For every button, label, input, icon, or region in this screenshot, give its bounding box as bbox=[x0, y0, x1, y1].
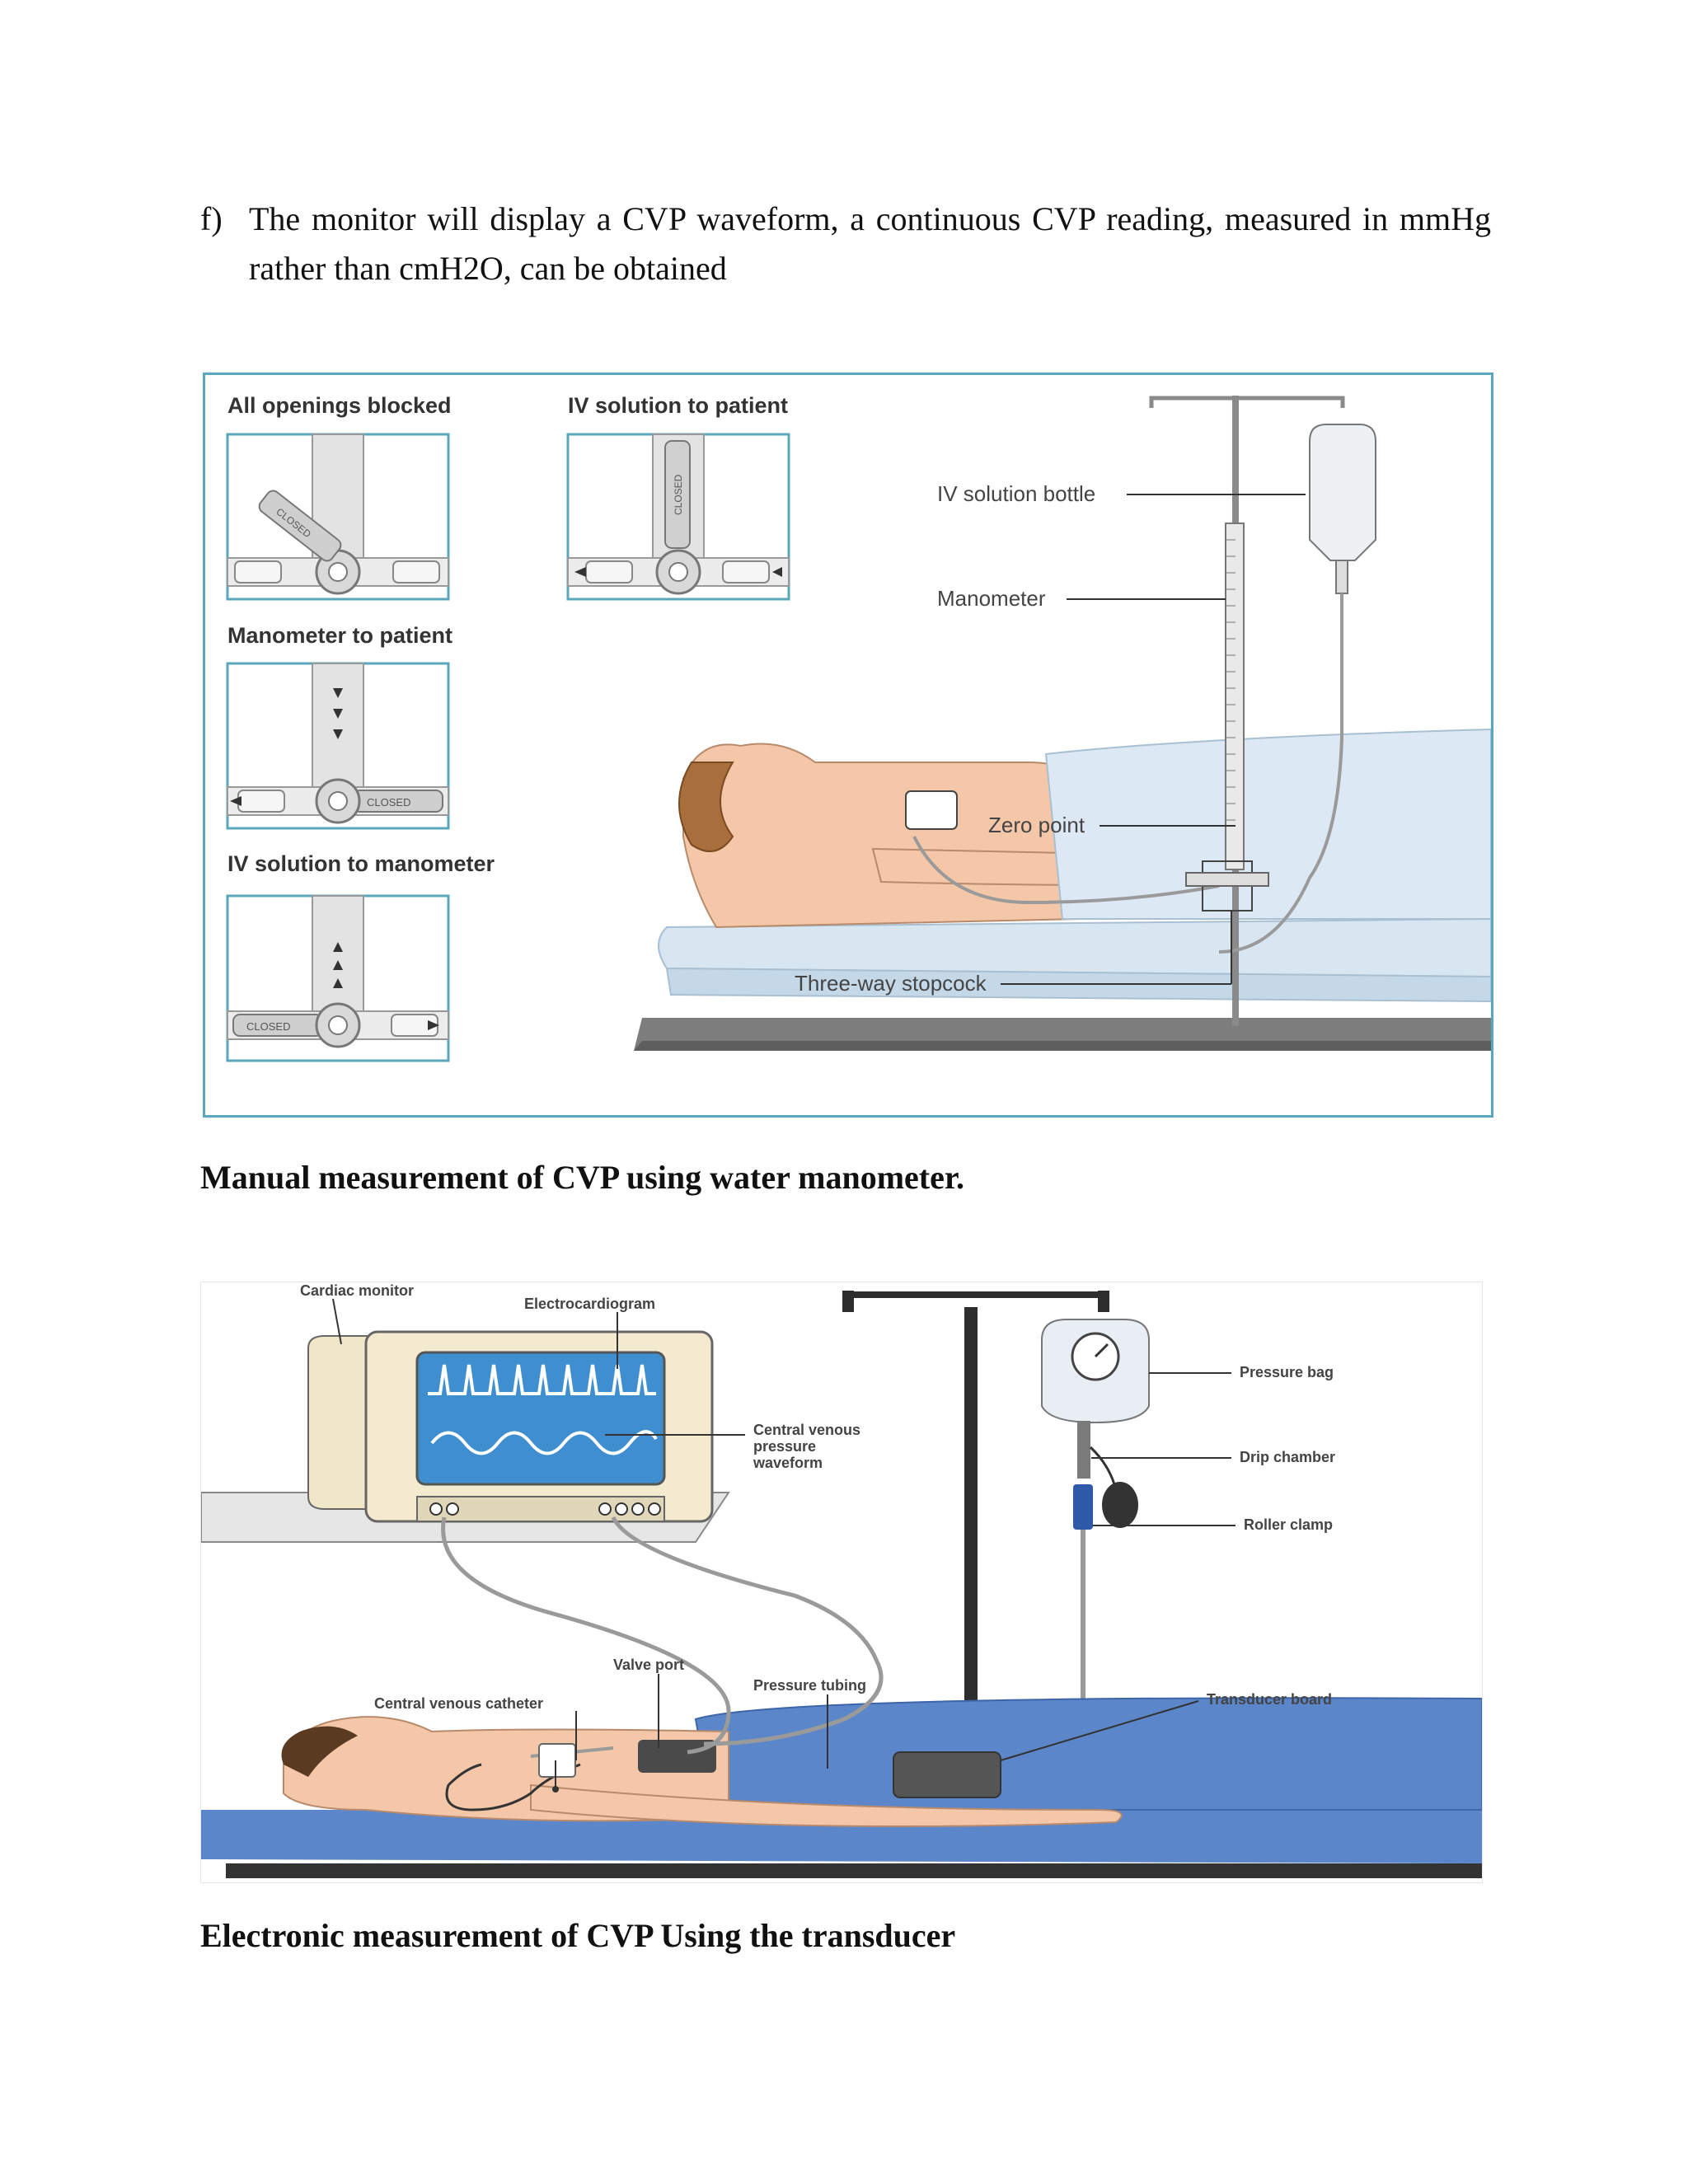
drip-chamber-icon bbox=[1077, 1421, 1090, 1479]
label-drip-chamber: Drip chamber bbox=[1240, 1449, 1335, 1465]
ecg-trace bbox=[428, 1364, 656, 1395]
label-pressure-tubing: Pressure tubing bbox=[753, 1677, 866, 1694]
closed-label: CLOSED bbox=[367, 796, 410, 808]
stopcock-title-manometer-to-patient: Manometer to patient bbox=[227, 623, 452, 648]
list-marker: f) bbox=[200, 200, 223, 237]
label-manometer: Manometer bbox=[937, 586, 1046, 611]
manual-cvp-illustration: All openings blocked IV solution to pati… bbox=[226, 393, 1492, 1062]
stopcock-panel-iv-to-manometer: CLOSED bbox=[226, 894, 450, 1062]
label-valve-port: Valve port bbox=[613, 1657, 684, 1673]
label-cvp-waveform-line2: pressure bbox=[753, 1438, 816, 1455]
label-iv-bottle: IV solution bottle bbox=[937, 481, 1095, 506]
manometer-tube bbox=[1225, 523, 1245, 870]
stopcock-title-iv-to-manometer: IV solution to manometer bbox=[227, 851, 495, 876]
stopcock-panel-iv-to-patient: CLOSED bbox=[566, 433, 790, 601]
label-pressure-bag: Pressure bag bbox=[1240, 1364, 1334, 1380]
electronic-cvp-figure: Cardiac monitor Electrocardiogram Centra… bbox=[200, 1282, 1483, 1883]
label-cvp-waveform-line1: Central venous bbox=[753, 1422, 860, 1438]
stopcock-title-iv-to-patient: IV solution to patient bbox=[568, 393, 788, 418]
label-cvp-waveform-line3: waveform bbox=[753, 1455, 823, 1471]
flow-arrow-icon bbox=[772, 567, 782, 577]
label-ecg: Electrocardiogram bbox=[524, 1296, 655, 1312]
roller-clamp-icon bbox=[1073, 1484, 1093, 1530]
paragraph-f: f) The monitor will display a CVP wavefo… bbox=[200, 194, 1491, 293]
flow-arrow-icon bbox=[230, 796, 241, 806]
manual-cvp-figure: All openings blocked IV solution to pati… bbox=[203, 373, 1493, 1118]
label-zero-point: Zero point bbox=[988, 813, 1085, 837]
patient bbox=[678, 728, 1492, 929]
monitor-cable bbox=[441, 1516, 731, 1755]
transducer-board-icon bbox=[893, 1751, 1001, 1798]
label-stopcock: Three-way stopcock bbox=[795, 971, 987, 996]
transducer-icon bbox=[638, 1740, 716, 1773]
flow-arrow-icon bbox=[333, 688, 343, 739]
stopcock-panel-blocked: CLOSED bbox=[226, 433, 450, 601]
bed-and-patient bbox=[201, 1697, 1483, 1878]
iv-pole bbox=[842, 1291, 1109, 1802]
cardiac-monitor bbox=[307, 1330, 714, 1523]
label-transducer-board: Transducer board bbox=[1207, 1691, 1332, 1708]
label-roller-clamp: Roller clamp bbox=[1244, 1516, 1333, 1533]
cvp-trace bbox=[430, 1430, 658, 1455]
flow-arrow-icon bbox=[574, 567, 586, 577]
paragraph-text: The monitor will display a CVP waveform,… bbox=[249, 200, 1491, 287]
monitor-screen bbox=[415, 1351, 666, 1486]
caption-electronic: Electronic measurement of CVP Using the … bbox=[200, 1917, 956, 1954]
label-cv-catheter: Central venous catheter bbox=[374, 1695, 543, 1712]
closed-label: CLOSED bbox=[246, 1020, 290, 1033]
dressing-icon bbox=[905, 790, 958, 830]
caption-manual: Manual measurement of CVP using water ma… bbox=[200, 1159, 964, 1196]
closed-label: CLOSED bbox=[673, 474, 684, 515]
catheter-line bbox=[445, 1763, 581, 1811]
iv-setup bbox=[912, 396, 1376, 1026]
flow-arrow-icon bbox=[333, 942, 343, 988]
iv-bottle-icon bbox=[1309, 424, 1376, 561]
flow-arrow-icon bbox=[428, 1020, 439, 1030]
stopcock-panel-manometer-to-patient: CLOSED bbox=[226, 662, 450, 830]
electronic-cvp-illustration: Cardiac monitor Electrocardiogram Centra… bbox=[200, 1282, 1483, 1878]
label-cardiac-monitor: Cardiac monitor bbox=[300, 1282, 414, 1299]
inflation-bulb-icon bbox=[1102, 1482, 1138, 1528]
stopcock-title-blocked: All openings blocked bbox=[227, 393, 452, 418]
